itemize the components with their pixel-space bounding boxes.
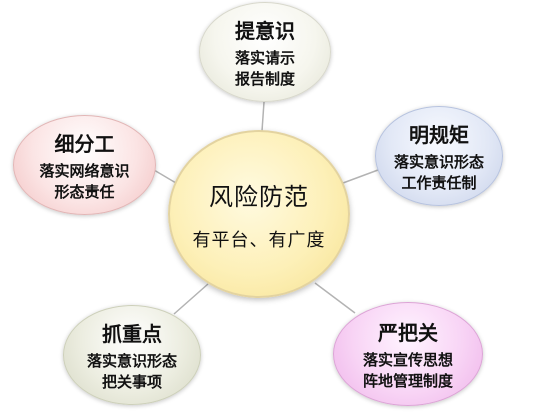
center-node: 风险防范 有平台、有广度 — [168, 130, 350, 298]
connector-right — [342, 169, 379, 184]
center-subtitle: 有平台、有广度 — [192, 229, 326, 251]
connector-bottom-right — [314, 282, 356, 314]
node-top: 提意识 落实请示 报告制度 — [199, 2, 331, 102]
node-bottom-left: 抓重点 落实意识形态 把关事项 — [63, 305, 201, 405]
node-bottom-right-title: 严把关 — [378, 320, 438, 345]
node-right-title: 明规矩 — [409, 122, 469, 147]
node-bottom-left-line-1: 落实意识形态 — [86, 351, 177, 370]
node-left-line-1: 落实网络意识 — [39, 161, 130, 180]
node-bottom-right: 严把关 落实宣传思想 阵地管理制度 — [333, 302, 483, 406]
node-right: 明规矩 落实意识形态 工作责任制 — [375, 106, 503, 206]
connector-bottom-left — [173, 283, 209, 315]
node-bottom-left-line-2: 把关事项 — [101, 372, 162, 391]
node-top-line-1: 落实请示 — [234, 48, 295, 67]
node-right-line-2: 工作责任制 — [401, 173, 477, 192]
node-top-title: 提意识 — [235, 18, 295, 43]
node-left-title: 细分工 — [54, 131, 115, 156]
node-bottom-right-line-1: 落实宣传思想 — [362, 350, 453, 369]
center-title: 风险防范 — [209, 182, 309, 211]
node-top-line-2: 报告制度 — [234, 69, 295, 88]
connector-left — [153, 169, 177, 184]
node-bottom-right-line-2: 阵地管理制度 — [362, 371, 453, 390]
node-right-line-1: 落实意识形态 — [393, 152, 484, 171]
node-left-line-2: 形态责任 — [54, 182, 115, 201]
node-left: 细分工 落实网络意识 形态责任 — [13, 115, 156, 215]
node-bottom-left-title: 抓重点 — [102, 321, 162, 346]
connector-top — [261, 101, 265, 132]
